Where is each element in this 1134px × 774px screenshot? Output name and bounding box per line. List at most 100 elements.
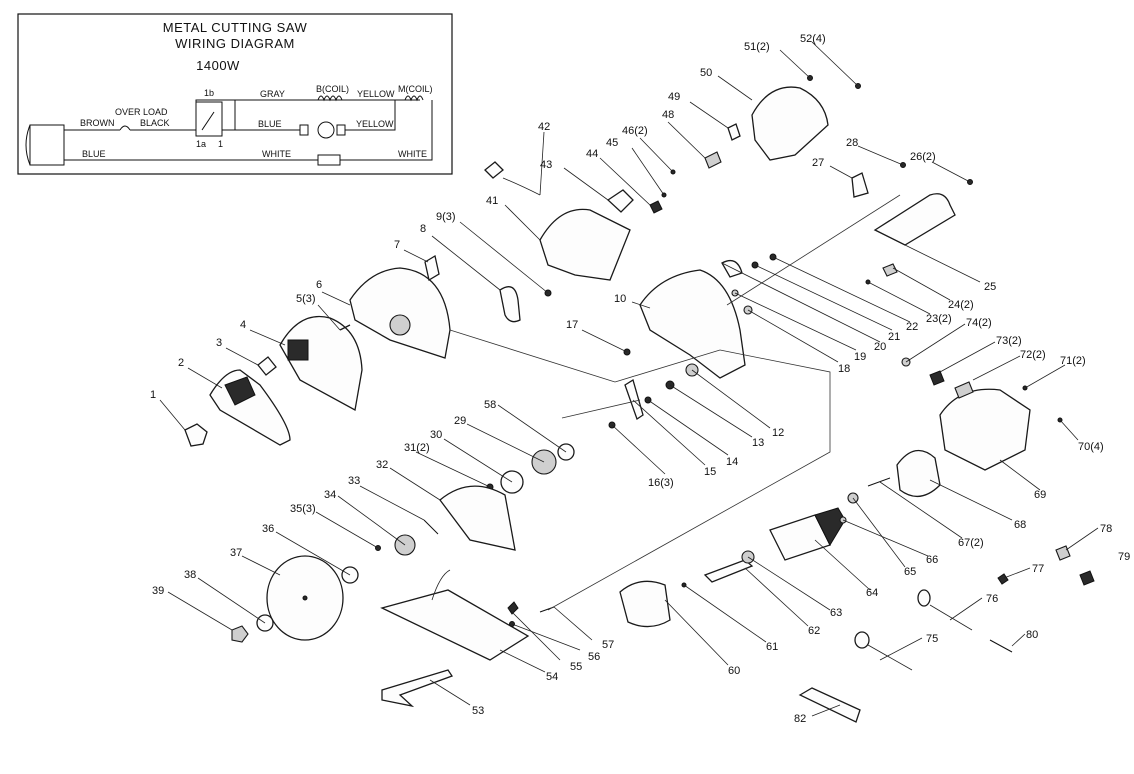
part-8-shape bbox=[499, 286, 521, 323]
part-label-21: 21 bbox=[888, 331, 900, 343]
part-label-27: 27 bbox=[812, 157, 824, 169]
part-label-55: 55 bbox=[570, 661, 582, 673]
part-label-66: 66 bbox=[926, 554, 938, 566]
part-label-43: 43 bbox=[540, 159, 552, 171]
part-label-41: 41 bbox=[486, 195, 498, 207]
wire-label-b-coil: B(COIL) bbox=[316, 84, 349, 94]
part-label-68: 68 bbox=[1014, 519, 1026, 531]
part-7-shape bbox=[424, 254, 440, 282]
part-6-shape bbox=[349, 267, 451, 359]
terminal-1a: 1a bbox=[196, 139, 206, 149]
part-label-38: 38 bbox=[184, 569, 196, 581]
part-label-17: 17 bbox=[566, 319, 578, 331]
plug-icon bbox=[25, 124, 65, 166]
part-49-shape bbox=[727, 123, 741, 141]
part-label-65: 65 bbox=[904, 566, 916, 578]
part-label-31: 31(2) bbox=[404, 442, 430, 454]
part-label-57: 57 bbox=[602, 639, 614, 651]
part-3-shape bbox=[257, 356, 277, 376]
wire-label-black: BLACK bbox=[140, 118, 170, 128]
part-label-26: 26(2) bbox=[910, 151, 936, 163]
part-62-shape bbox=[703, 559, 754, 583]
part-label-75: 75 bbox=[926, 633, 938, 645]
wire-label-blue-mid: BLUE bbox=[258, 119, 282, 129]
part-label-69: 69 bbox=[1034, 489, 1046, 501]
part-label-10: 10 bbox=[614, 293, 626, 305]
part-shapes bbox=[184, 75, 1095, 723]
part-68-shape bbox=[896, 449, 941, 497]
part-72-shape bbox=[954, 381, 974, 399]
part-label-73: 73(2) bbox=[996, 335, 1022, 347]
part-label-32: 32 bbox=[376, 459, 388, 471]
part-label-35: 35(3) bbox=[290, 503, 316, 515]
part-label-24: 24(2) bbox=[948, 299, 974, 311]
part-label-22: 22 bbox=[906, 321, 918, 333]
part-label-5: 5(3) bbox=[296, 293, 316, 305]
part-label-48: 48 bbox=[662, 109, 674, 121]
wire-label-yellow-mid: YELLOW bbox=[356, 119, 394, 129]
wire-label-m-coil: M(COIL) bbox=[398, 84, 433, 94]
part-label-6: 6 bbox=[316, 279, 322, 291]
part-2-shape bbox=[209, 369, 291, 446]
part-label-36: 36 bbox=[262, 523, 274, 535]
part-label-52: 52(4) bbox=[800, 33, 826, 45]
part-10-shape bbox=[639, 269, 746, 379]
m-coil-icon bbox=[404, 95, 424, 102]
part-label-44: 44 bbox=[586, 148, 598, 160]
part-43-shape bbox=[606, 189, 634, 213]
terminal-1: 1 bbox=[218, 139, 223, 149]
part-33-shape bbox=[423, 519, 439, 535]
part-label-76: 76 bbox=[986, 593, 998, 605]
part-label-39: 39 bbox=[152, 585, 164, 597]
part-label-7: 7 bbox=[394, 239, 400, 251]
part-41-shape bbox=[539, 208, 631, 281]
part-20-shape bbox=[721, 259, 743, 278]
part-label-62: 62 bbox=[808, 625, 820, 637]
wiring-title-line2: WIRING DIAGRAM bbox=[175, 36, 295, 51]
wire-label-gray: GRAY bbox=[260, 89, 285, 99]
part-label-2: 2 bbox=[178, 357, 184, 369]
part-label-79: 79 bbox=[1118, 551, 1130, 563]
part-24-shape bbox=[882, 263, 898, 277]
part-79-shape bbox=[1079, 570, 1095, 586]
part-15-shape bbox=[624, 378, 644, 421]
part-label-12: 12 bbox=[772, 427, 784, 439]
part-54-shape bbox=[380, 589, 530, 661]
part-1-shape bbox=[184, 423, 208, 447]
terminal-1b: 1b bbox=[204, 88, 214, 98]
part-label-54: 54 bbox=[546, 671, 558, 683]
part-4-shape bbox=[279, 315, 363, 412]
wiring-diagram: METAL CUTTING SAW WIRING DIAGRAM 1400W bbox=[17, 13, 453, 175]
part-number-labels: 1 2 3 4 5(3) 6 7 8 9(3) 10 12 13 14 15 1… bbox=[150, 33, 1130, 725]
overload-switch-icon bbox=[119, 125, 131, 131]
part-39-shape bbox=[231, 625, 249, 643]
part-label-9: 9(3) bbox=[436, 211, 456, 223]
part-label-19: 19 bbox=[854, 351, 866, 363]
part-label-8: 8 bbox=[420, 223, 426, 235]
part-77-shape bbox=[997, 573, 1009, 585]
part-76-shape bbox=[917, 589, 931, 607]
part-label-51: 51(2) bbox=[744, 41, 770, 53]
b-coil-icon bbox=[317, 95, 343, 102]
part-label-45: 45 bbox=[606, 137, 618, 149]
part-60-shape bbox=[619, 580, 671, 628]
part-label-60: 60 bbox=[728, 665, 740, 677]
wire-label-blue-bottom: BLUE bbox=[82, 149, 106, 159]
part-label-3: 3 bbox=[216, 337, 222, 349]
part-label-28: 28 bbox=[846, 137, 858, 149]
part-label-34: 34 bbox=[324, 489, 336, 501]
part-53-shape bbox=[381, 669, 453, 708]
part-25-shape bbox=[873, 193, 956, 246]
connector-icon bbox=[317, 154, 341, 166]
part-label-16: 16(3) bbox=[648, 477, 674, 489]
part-label-29: 29 bbox=[454, 415, 466, 427]
assembly-guide-lines bbox=[449, 194, 901, 611]
part-label-56: 56 bbox=[588, 651, 600, 663]
part-label-14: 14 bbox=[726, 456, 738, 468]
wire-label-brown: BROWN bbox=[80, 118, 115, 128]
part-label-78: 78 bbox=[1100, 523, 1112, 535]
part-5-shape bbox=[339, 324, 351, 331]
part-67-shape bbox=[867, 477, 891, 487]
part-32-shape bbox=[439, 485, 516, 551]
part-label-18: 18 bbox=[838, 363, 850, 375]
